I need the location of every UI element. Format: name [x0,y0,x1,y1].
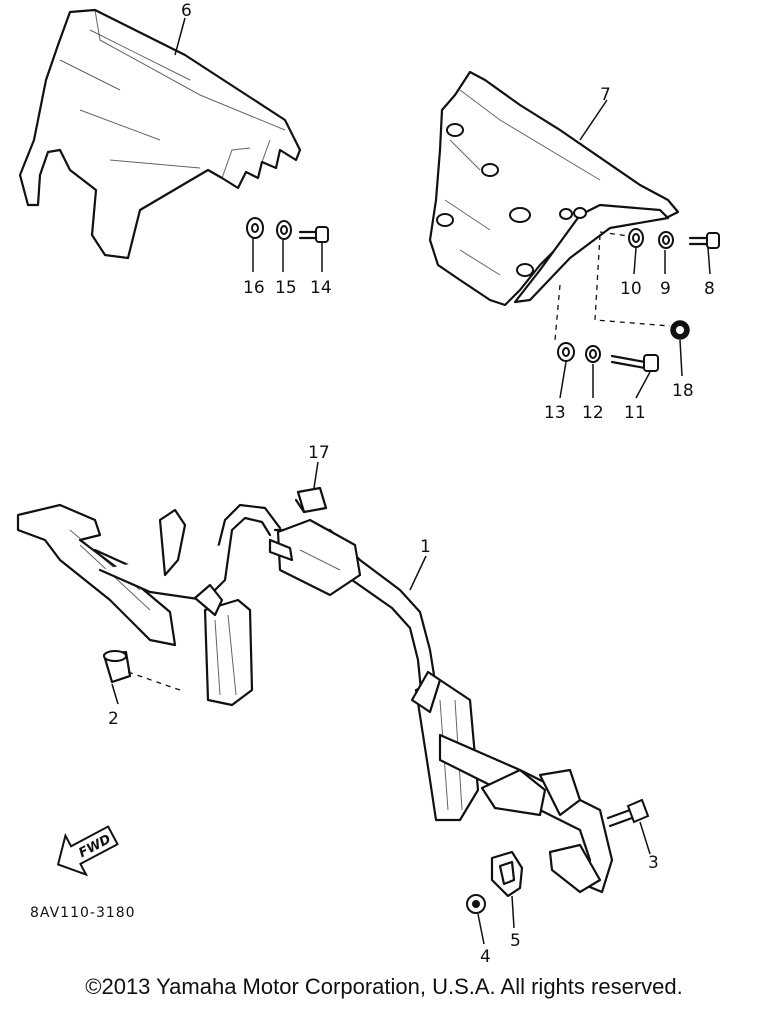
callout-3: 3 [648,853,659,873]
callout-12: 12 [582,403,604,423]
callout-labels: 6 7 16 15 14 10 9 8 18 13 12 11 17 1 2 3… [108,1,715,967]
callout-14: 14 [310,278,332,298]
callout-4: 4 [480,947,491,967]
callout-10: 10 [620,279,642,299]
callout-16: 16 [243,278,265,298]
part-4-nut [466,894,486,914]
callout-18: 18 [672,381,694,401]
callout-13: 13 [544,403,566,423]
leader-lines [111,17,711,945]
hardware-8-to-18 [554,228,720,372]
callout-15: 15 [275,278,297,298]
callout-5: 5 [510,931,521,951]
part-5-clip [490,850,524,898]
callout-1: 1 [420,537,431,557]
forward-arrow-icon: FWD [56,825,119,877]
part-2-grommet [102,650,181,691]
part-6-cowling-panel [18,8,302,260]
callout-11: 11 [624,403,646,423]
callout-17: 17 [308,443,330,463]
hardware-14-to-16 [246,217,329,243]
callout-8: 8 [704,279,715,299]
part-17-clip [294,486,328,514]
part-7-side-cover [428,70,680,307]
part-1-stay-frame [16,503,614,894]
callout-9: 9 [660,279,671,299]
callout-2: 2 [108,709,119,729]
copyright-notice: ©2013 Yamaha Motor Corporation, U.S.A. A… [85,974,683,999]
diagram-code: 8AV110-3180 [30,905,136,921]
callout-6: 6 [181,1,192,21]
part-3-bolt [606,798,650,828]
callout-7: 7 [600,85,611,105]
